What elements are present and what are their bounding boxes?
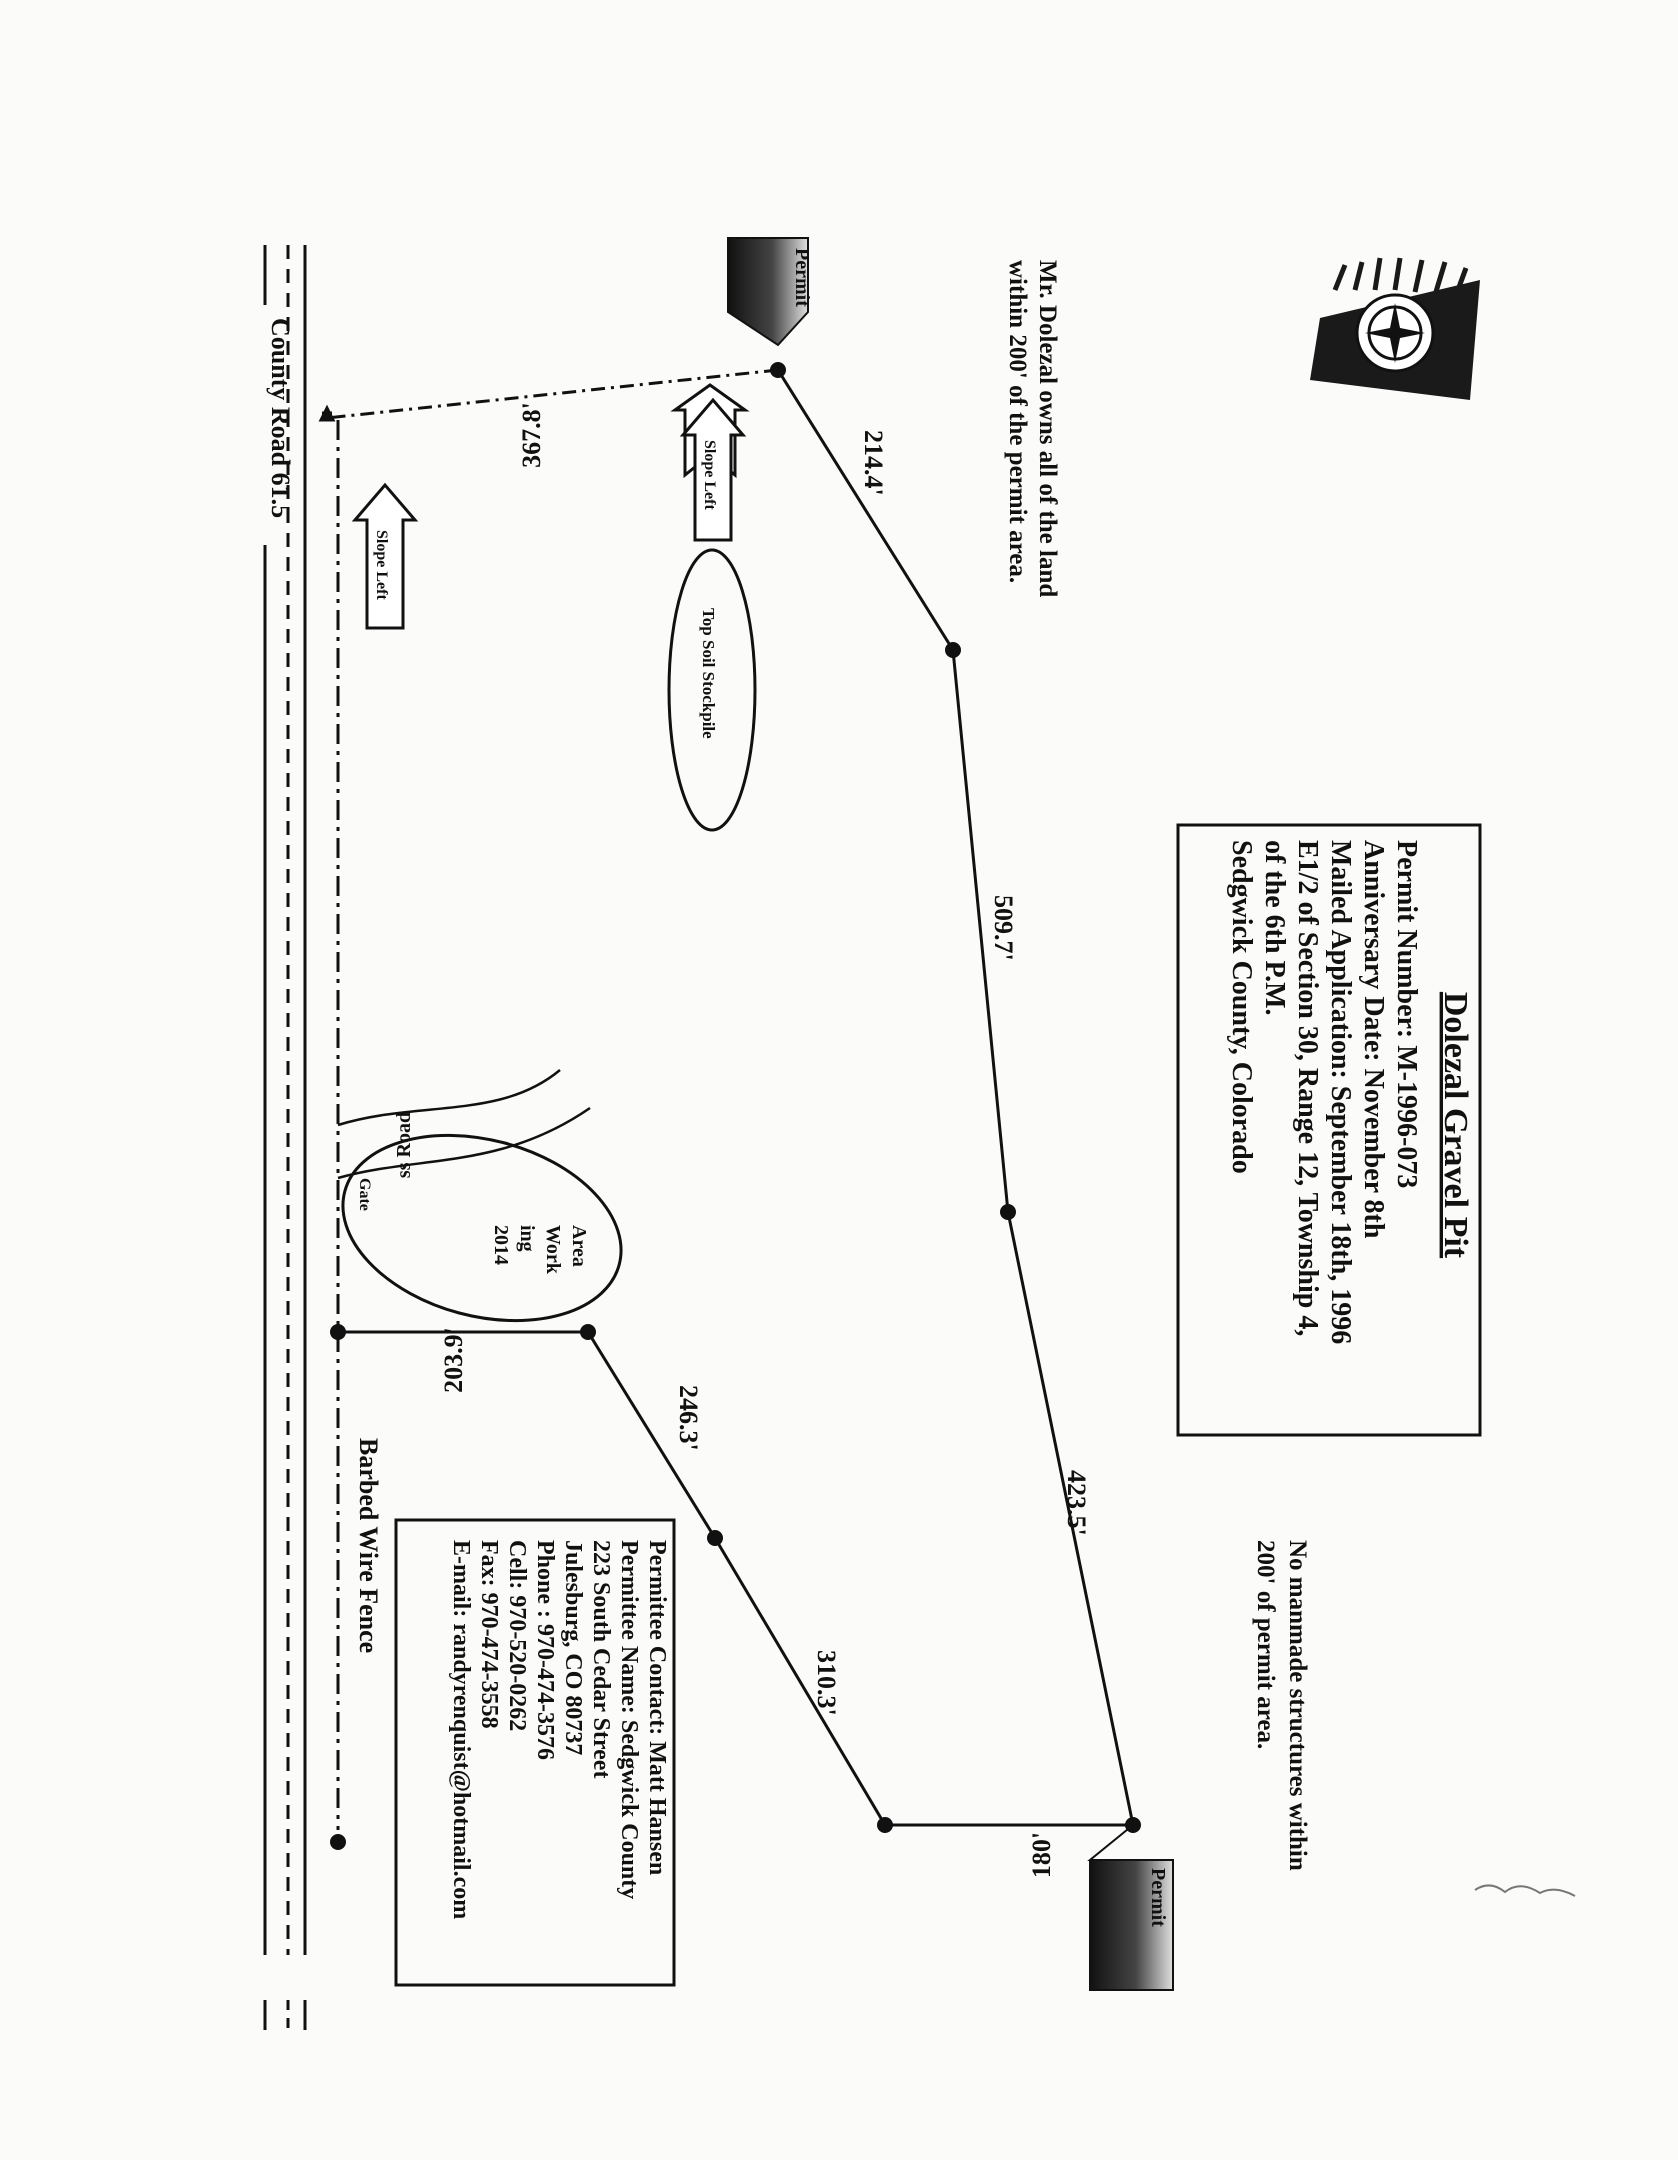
notes-text: Mr. Dolezal owns all of the land within … <box>1004 260 1311 1871</box>
county-road <box>263 245 307 2030</box>
owner-note-line1: Mr. Dolezal owns all of the land <box>1034 260 1061 597</box>
top-soil-label: Top Soil Stockpile <box>699 608 718 739</box>
contact-box-text: Permittee Contact: Matt Hansen Permittee… <box>448 1540 670 1919</box>
gate-label: Gate <box>356 1178 373 1211</box>
info-title: Dolezal Gravel Pit <box>1437 992 1474 1259</box>
info-county: Sedgwick County, Colorado <box>1226 840 1257 1174</box>
access-road <box>337 1069 591 1180</box>
contact-name: Permittee Name: Sedgwick County <box>616 1540 642 1899</box>
info-anniversary: Anniversary Date: November 8th <box>1358 840 1389 1239</box>
dim-509: 509.7' <box>989 895 1018 961</box>
working-area-2014 <box>341 1133 623 1323</box>
info-permit-number: Permit Number: M-1996-073 <box>1391 840 1422 1188</box>
barbed-wire-label: Barbed Wire Fence <box>354 1438 383 1653</box>
compass-icon <box>1310 257 1480 400</box>
feature-labels: Slope Left Slope Left Top Soil Stockpile… <box>266 248 1169 1927</box>
slope-left-label-1: Slope Left <box>701 440 718 510</box>
permit-corner-marker-north <box>727 237 809 347</box>
pen-scribble <box>1474 1884 1576 1897</box>
work-area-line1: Area <box>568 1225 590 1267</box>
contact-fax: Fax: 970-474-3558 <box>476 1540 502 1729</box>
dim-367: 367.8' <box>517 402 546 468</box>
structures-note-line2: 200' of permit area. <box>1252 1540 1279 1749</box>
work-area-line2: Work <box>542 1225 564 1275</box>
work-area-line3: ing <box>516 1225 538 1252</box>
owner-note-line2: within 200' of the permit area. <box>1004 260 1031 583</box>
permit-label-south: Permit <box>1147 1868 1169 1927</box>
dim-214: 214.4' <box>859 430 888 496</box>
dim-310: 310.3' <box>812 1650 841 1716</box>
slope-left-arrow-1b <box>679 397 747 542</box>
contact-person: Permittee Contact: Matt Hansen <box>644 1540 670 1875</box>
info-meridian: of the 6th P.M. <box>1259 840 1290 1016</box>
boundary-vertices <box>318 362 1141 1850</box>
permit-label-north: Permit <box>791 248 813 307</box>
permit-boundary <box>338 369 1135 1827</box>
contact-cell: Cell: 970-520-0262 <box>504 1540 530 1731</box>
info-legal: E1/2 of Section 30, Range 12, Township 4… <box>1292 840 1323 1336</box>
info-mailed: Mailed Application: September 18th, 1996 <box>1325 840 1356 1344</box>
permit-info-box <box>1176 823 1482 1437</box>
permit-corner-marker-south <box>1087 1824 1174 1991</box>
permittee-contact-box <box>394 1518 676 1987</box>
dim-246: 246.3' <box>674 1385 703 1451</box>
county-road-label: County Road 61.5 <box>266 318 295 518</box>
structures-note-line1: No manmade structures within <box>1284 1540 1311 1871</box>
dim-423: 423.5' <box>1062 1470 1091 1536</box>
slope-left-label-2: Slope Left <box>373 530 390 600</box>
access-road-label: ss Road <box>393 1112 415 1178</box>
top-soil-stockpile <box>667 548 757 832</box>
contact-street: 223 South Cedar Street <box>588 1540 614 1778</box>
slope-left-arrow-2 <box>351 482 419 630</box>
info-box-text: Dolezal Gravel Pit Permit Number: M-1996… <box>1226 840 1474 1344</box>
work-area-line4: 2014 <box>490 1225 512 1265</box>
dimension-labels: 214.4' 509.7' 423.5' 180' 310.3' 246.3' … <box>439 402 1091 1878</box>
contact-city: Julesburg, CO 80737 <box>560 1540 586 1755</box>
dim-203: 203.9' <box>439 1327 468 1393</box>
contact-phone: Phone : 970-474-3576 <box>532 1540 558 1760</box>
contact-email: E-mail: randyrenquist@hotmail.com <box>448 1540 474 1919</box>
dim-180: 180' <box>1027 1832 1056 1878</box>
boundary-dashed-segment <box>326 368 779 420</box>
